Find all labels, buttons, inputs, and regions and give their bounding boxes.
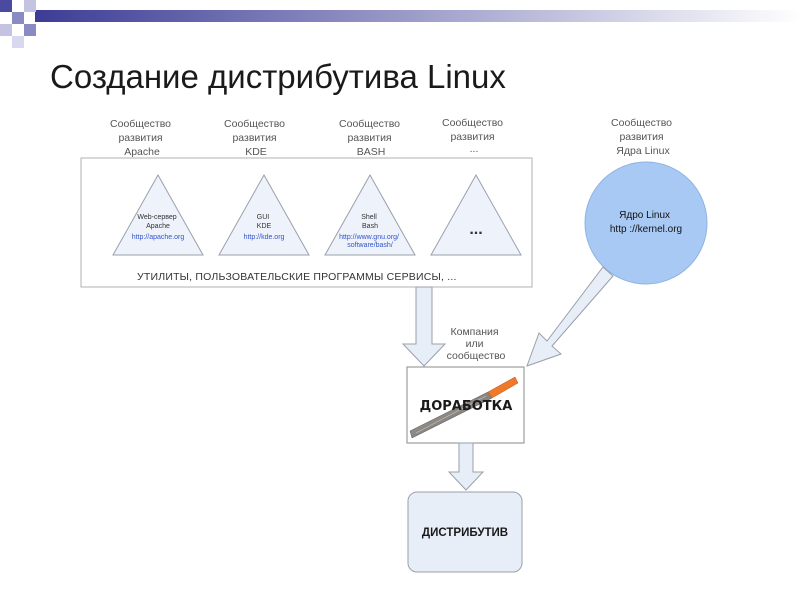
arrow-utilities-to-finishing — [401, 286, 447, 367]
triangle-label: Web-сервер Apache — [137, 214, 178, 230]
deco-square — [24, 24, 36, 36]
company-label: Компания или сообщество — [447, 326, 506, 362]
triangle-link: http://www.gnu.org/ software/bash/ — [339, 234, 401, 249]
deco-square — [24, 0, 36, 12]
slide-title: Создание дистрибутива Linux — [50, 58, 506, 95]
triangle-shape — [430, 173, 522, 256]
community-label-other: Сообщество развития ... — [442, 117, 506, 155]
deco-square — [0, 0, 12, 12]
triangle-link: http://kde.org — [244, 234, 285, 241]
arrow-finishing-to-distribution — [447, 442, 485, 491]
finishing-label: ДОРАБОТКА — [420, 399, 513, 414]
arrow-kernel-to-finishing — [526, 266, 614, 367]
triangle-label: ... — [469, 221, 482, 238]
distribution-box — [407, 491, 523, 573]
file-tool-icon — [409, 376, 519, 439]
community-label-kernel: Сообщество развития Ядра Linux — [611, 117, 675, 157]
triangle-apache: Web-сервер Apache http://apache.org — [112, 173, 204, 256]
file-handle — [487, 376, 519, 399]
utilities-caption: УТИЛИТЫ, ПОЛЬЗОВАТЕЛЬСКИЕ ПРОГРАММЫ СЕРВ… — [137, 271, 457, 283]
title-decoration-bar — [0, 0, 800, 48]
kernel-circle — [584, 161, 708, 285]
community-label-kde: Сообщество развития KDE — [224, 118, 288, 158]
triangle-label: GUI KDE — [257, 214, 272, 230]
community-label-bash: Сообщество развития BASH — [339, 118, 403, 158]
community-label-apache: Сообщество развития Apache — [110, 118, 174, 158]
community-labels: Сообщество развития Apache Сообщество ра… — [110, 117, 506, 158]
triangle-shape — [218, 173, 310, 256]
deco-square — [12, 12, 24, 24]
distribution-label: ДИСТРИБУТИВ — [422, 527, 508, 539]
triangle-link: http://apache.org — [132, 234, 185, 241]
triangle-kde: GUI KDE http://kde.org — [218, 173, 310, 256]
triangle-other: ... — [430, 173, 522, 256]
triangle-label: Shell Bash — [361, 214, 379, 230]
deco-square — [12, 36, 24, 48]
triangle-shape — [112, 173, 204, 256]
triangle-bash: Shell Bash http://www.gnu.org/ software/… — [324, 173, 416, 256]
deco-square — [0, 24, 12, 36]
kernel-label: Ядро Linux http ://kernel.org — [610, 210, 682, 235]
file-blade-texture — [415, 395, 487, 434]
triangle-shape — [324, 173, 416, 256]
gradient-bar — [35, 10, 800, 22]
